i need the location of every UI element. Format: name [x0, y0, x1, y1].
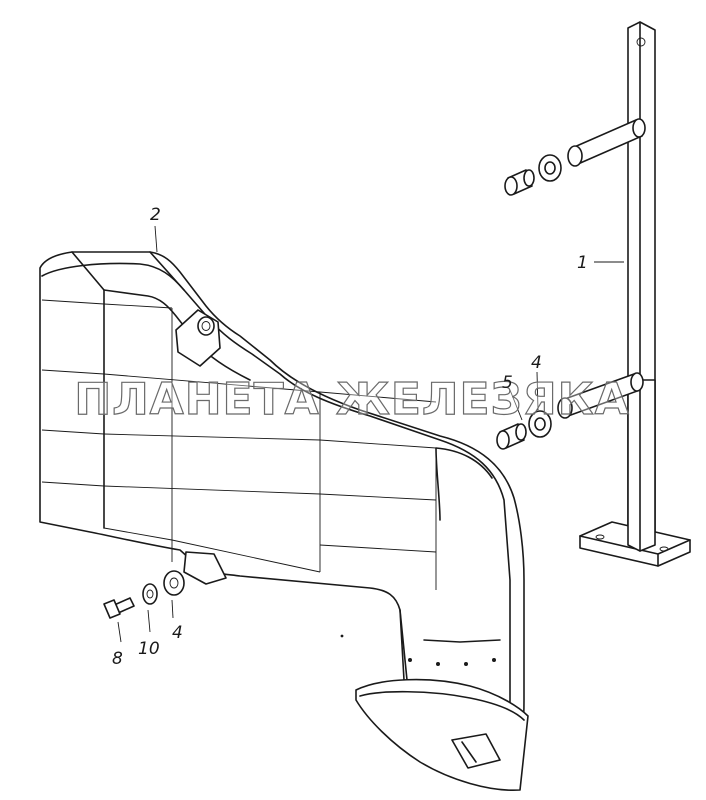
upper-bushing-set: [504, 154, 562, 196]
callout-4-lower: 4: [172, 623, 183, 643]
watermark-text: ПЛАНЕТА ЖЕЛЕЗЯКА: [74, 374, 629, 425]
air-duct: [39, 251, 529, 792]
callout-8: 8: [112, 649, 123, 669]
fastener-set: [103, 570, 185, 619]
callout-1: 1: [577, 253, 588, 273]
callout-5: 5: [502, 373, 513, 393]
leader-lines: [117, 225, 624, 643]
callout-10: 10: [138, 639, 160, 659]
callout-2: 2: [150, 205, 161, 225]
callout-4-upper: 4: [531, 353, 542, 373]
lower-bushing-set: [496, 410, 552, 450]
bracket-post: [557, 21, 691, 567]
callout-labels: 1 2 4 5 4 8 10: [112, 205, 588, 669]
